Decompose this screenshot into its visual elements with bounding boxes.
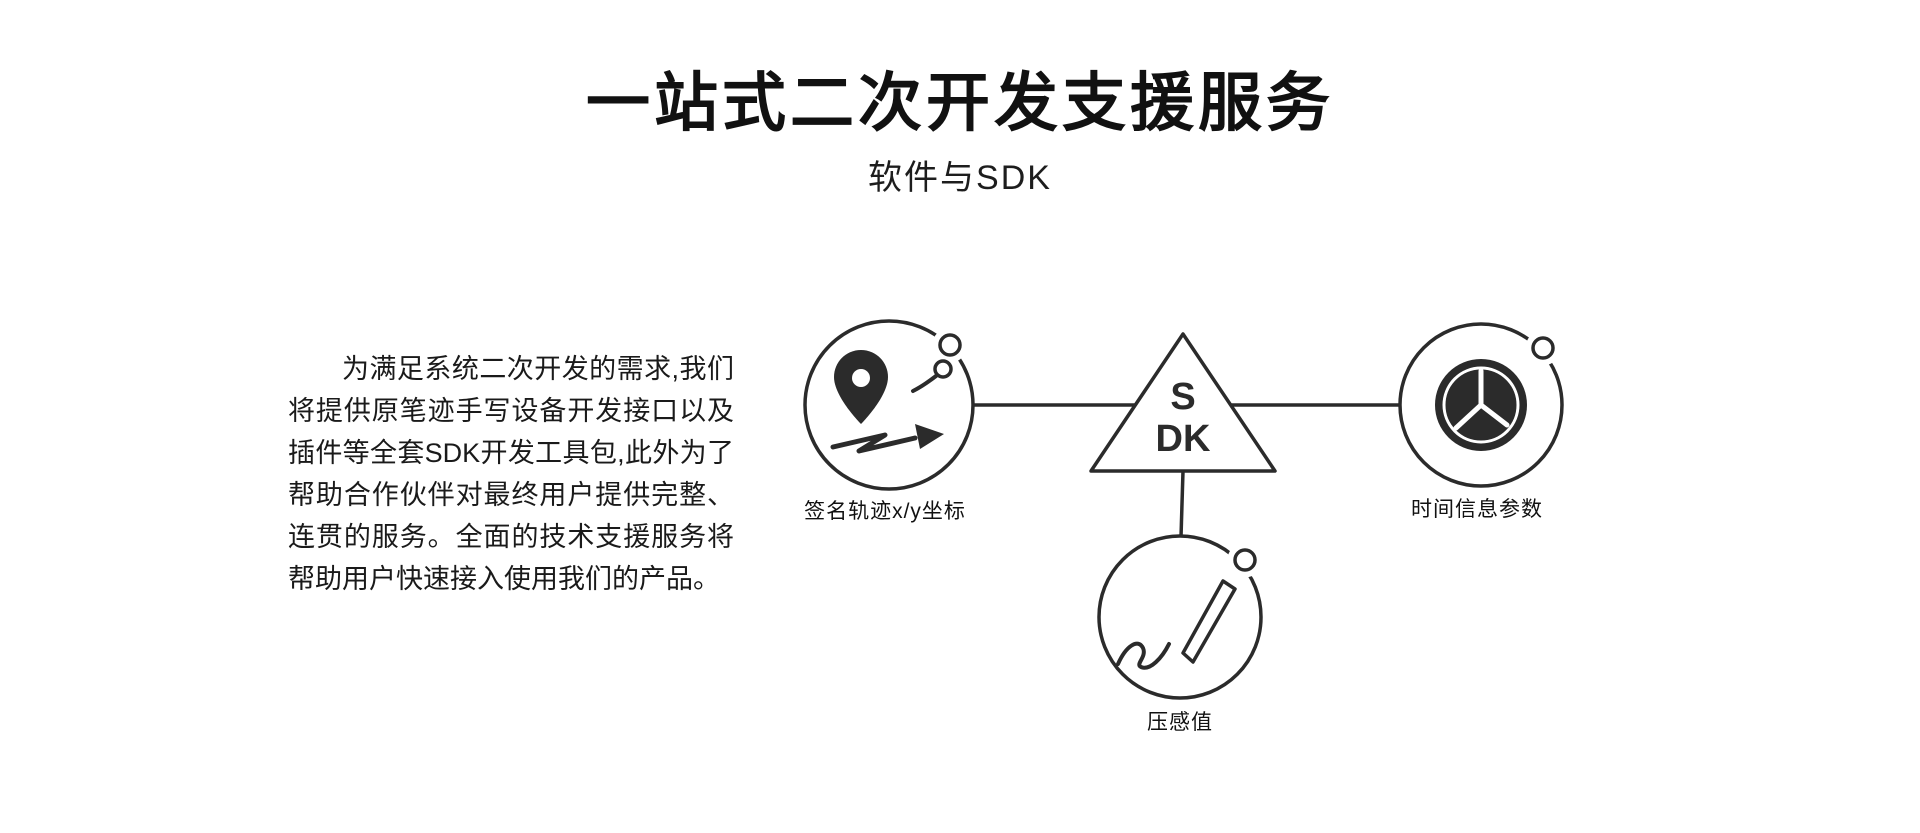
page-subtitle: 软件与SDK — [868, 159, 1052, 197]
intro-paragraph: 为满足系统二次开发的需求,我们将提供原笔迹手写设备开发接口以及插件等全套SDK开… — [288, 354, 734, 594]
node-signature — [803, 319, 975, 491]
node-label-signature: 签名轨迹x/y坐标 — [804, 500, 966, 523]
route-end-tail — [911, 374, 938, 393]
node-time-dot — [1531, 336, 1555, 360]
sdk-triangle-shape — [1089, 332, 1277, 473]
sdk-triangle: S DK — [1089, 332, 1277, 473]
connector-bottom — [1179, 470, 1185, 538]
node-label-pressure: 压感值 — [1147, 711, 1213, 734]
node-pressure-ring — [1097, 534, 1263, 700]
sdk-text-line2: DK — [1156, 418, 1211, 460]
route-end-ring — [933, 359, 953, 379]
signature-zigzag — [830, 432, 918, 454]
node-signature-dot — [938, 333, 962, 357]
node-pressure — [1097, 534, 1263, 700]
node-label-time: 时间信息参数 — [1411, 498, 1543, 521]
signature-route-icon — [830, 350, 953, 454]
pressure-pen-icon — [1116, 579, 1237, 670]
clock-hand-left — [1453, 402, 1484, 431]
node-pressure-dot — [1233, 548, 1257, 572]
pen-body — [1181, 579, 1237, 664]
pen-squiggle — [1116, 641, 1171, 670]
clock-hand-right — [1478, 402, 1510, 428]
clock-face-ring — [1442, 366, 1520, 444]
clock-icon — [1435, 359, 1527, 451]
page-title: 一站式二次开发支援服务 — [586, 67, 1334, 139]
map-pin-hole — [852, 369, 870, 387]
connector-lines — [973, 403, 1400, 538]
signature-arrowhead — [915, 424, 944, 449]
sdk-text-line1: S — [1170, 376, 1195, 418]
node-time — [1398, 322, 1564, 488]
